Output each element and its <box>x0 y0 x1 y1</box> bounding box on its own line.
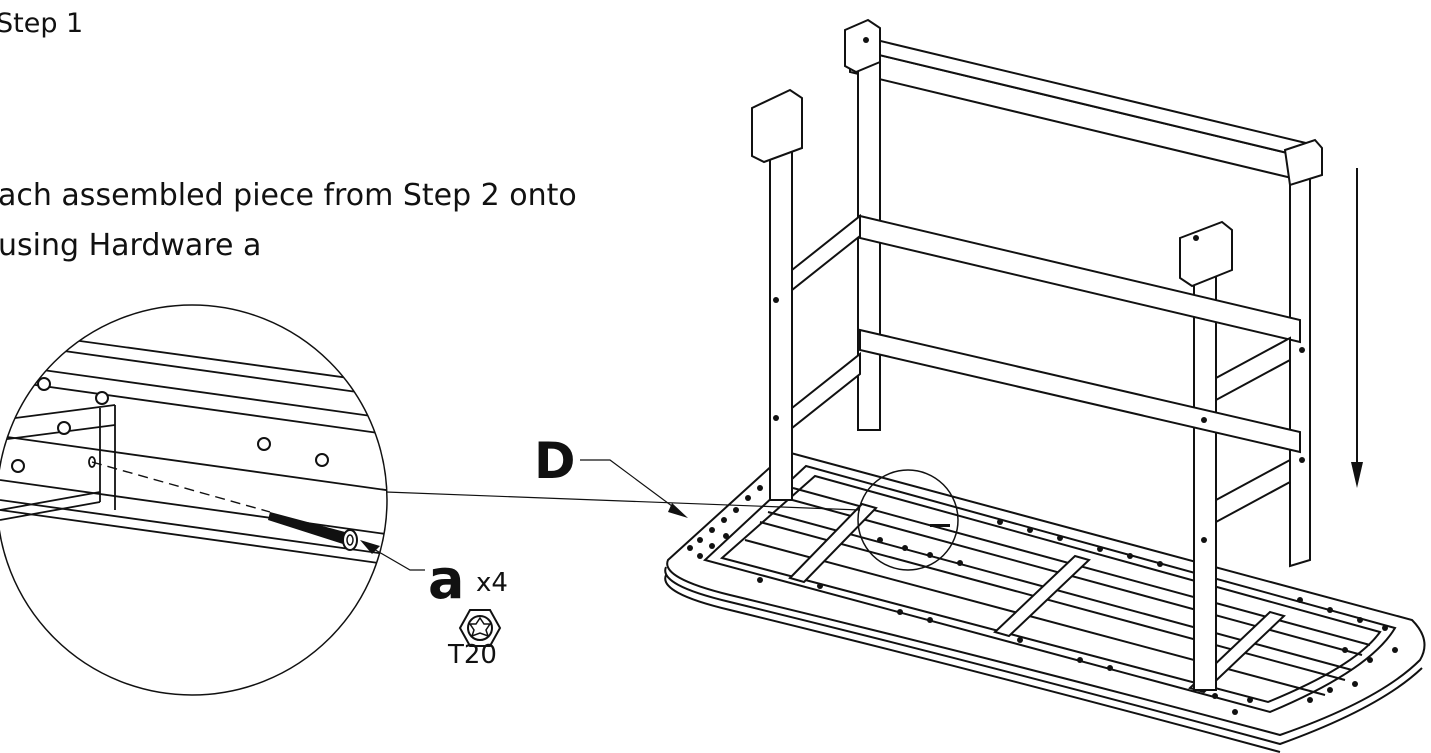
torx-bit-icon <box>458 609 502 647</box>
step-heading: Step 1 <box>0 8 84 39</box>
driver-size-label: T20 <box>448 640 497 670</box>
hardware-arrowhead <box>360 540 380 554</box>
tabletop-holes <box>687 463 1398 715</box>
tabletop <box>664 450 1426 753</box>
leg-holes <box>773 37 1305 543</box>
hardware-quantity: x4 <box>476 568 508 598</box>
part-d-leader <box>580 459 681 513</box>
instruction-line-2: using Hardware a <box>0 228 262 263</box>
down-arrow-icon <box>1351 168 1363 488</box>
zoom-screw-small <box>930 524 950 527</box>
screw-illustration <box>268 512 358 551</box>
frame-assembly <box>751 18 1323 691</box>
hardware-leader <box>371 547 425 571</box>
zoom-target-circle <box>857 469 959 571</box>
detail-view <box>0 304 388 696</box>
detail-connector-line <box>385 491 861 511</box>
hardware-a-label: a <box>428 548 465 611</box>
instruction-line-1: ach assembled piece from Step 2 onto <box>0 178 577 213</box>
part-d-arrowhead <box>668 503 688 518</box>
part-d-label: D <box>534 432 576 490</box>
